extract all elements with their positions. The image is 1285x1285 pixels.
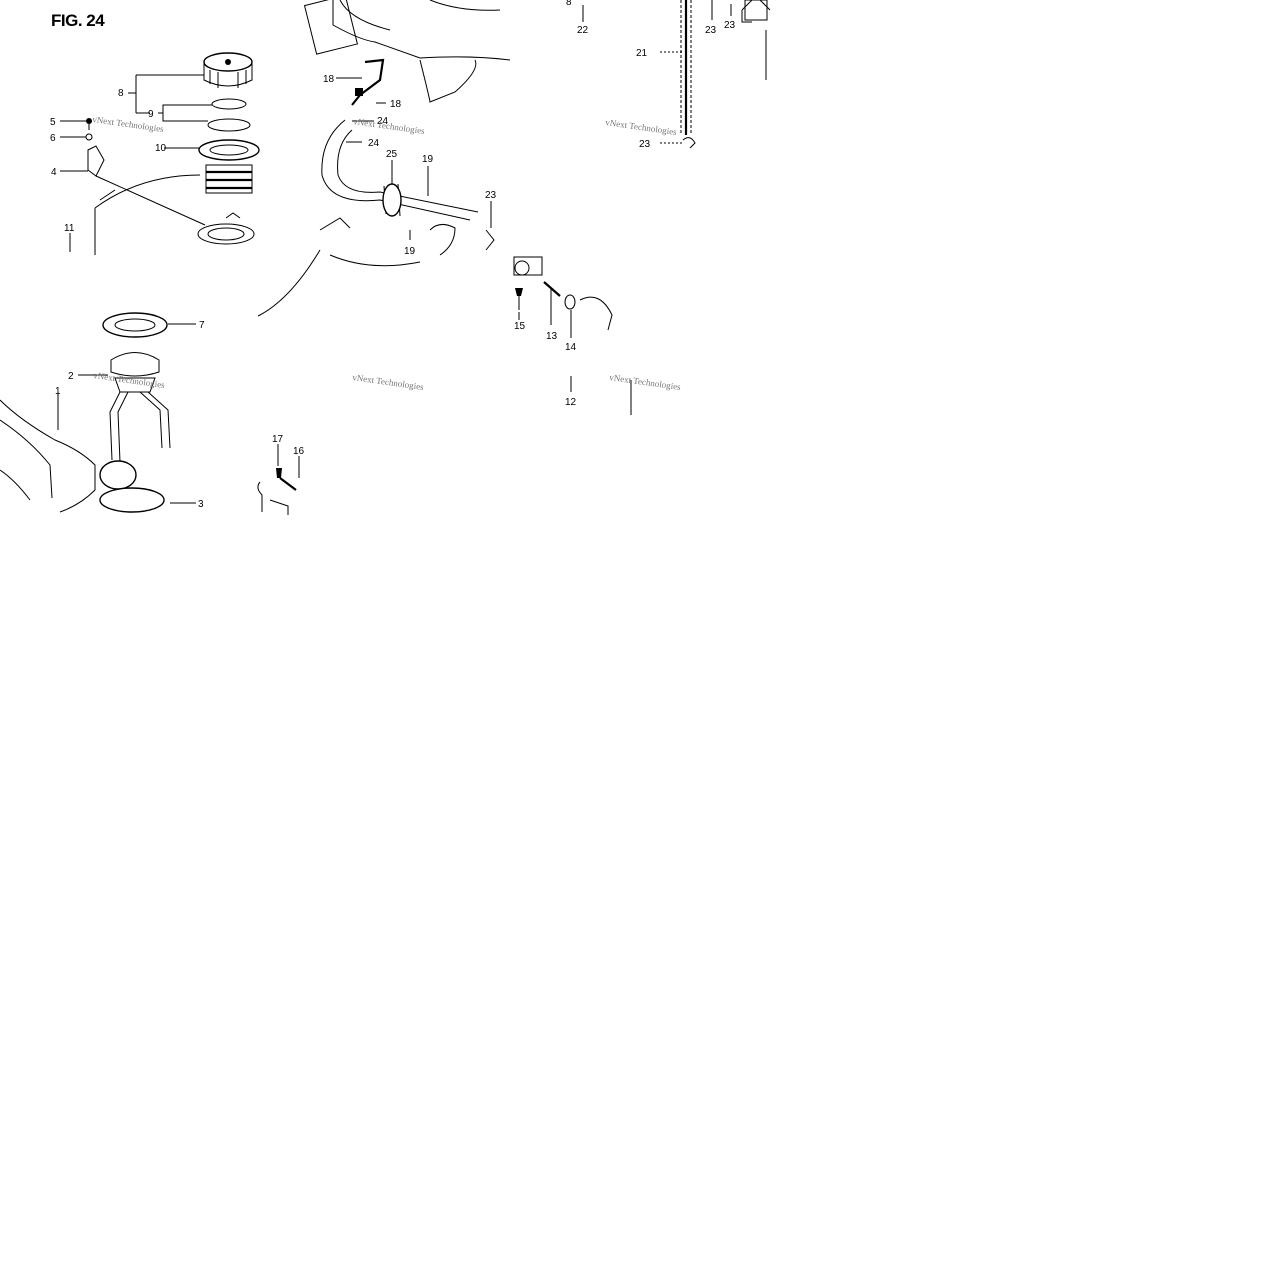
callout-13: 13 (546, 331, 558, 342)
callout-19b: 19 (404, 246, 416, 257)
watermark: vNext Technologies (605, 117, 678, 137)
callout-23d: 23 (724, 20, 736, 31)
callout-21: 21 (636, 48, 648, 59)
drain-hose-assembly (582, 0, 771, 149)
callout-4: 4 (51, 167, 57, 178)
watermark: vNext Technologies (92, 114, 165, 134)
callout-23b: 23 (639, 139, 651, 150)
callout-18b: 18 (390, 99, 402, 110)
callout-3: 3 (198, 499, 204, 510)
callout-24a: 24 (377, 116, 389, 127)
callout-19a: 19 (422, 154, 434, 165)
callout-10: 10 (155, 143, 167, 154)
callout-11: 11 (64, 223, 75, 234)
callout-17: 17 (272, 434, 284, 445)
callout-labels: 8 9 10 5 6 4 11 18 18 24 24 25 19 19 23 … (50, 0, 736, 510)
callout-25: 25 (386, 149, 398, 160)
figure-title: FIG. 24 (51, 11, 105, 30)
callout-15: 15 (514, 321, 526, 332)
callout-7: 7 (199, 320, 205, 331)
fuel-tank-and-hoses (257, 0, 632, 415)
callout-23a: 23 (485, 190, 497, 201)
callout-14: 14 (565, 342, 577, 353)
filler-cap-assembly (60, 52, 260, 255)
callout-18a: 18 (323, 74, 335, 85)
callout-6: 6 (50, 133, 56, 144)
callout-23c: 23 (705, 25, 717, 36)
callout-1: 1 (55, 386, 61, 397)
callout-5: 5 (50, 117, 56, 128)
callout-8: 8 (118, 88, 124, 99)
callout-22: 22 (577, 25, 589, 36)
watermark: vNext Technologies (353, 116, 426, 136)
callout-9: 9 (148, 109, 154, 120)
callout-16: 16 (293, 446, 305, 457)
fuel-sender-assembly (0, 312, 300, 515)
callout-24b: 24 (368, 138, 380, 149)
callout-8b: 8 (566, 0, 572, 8)
watermark: vNext Technologies (352, 372, 425, 392)
watermark: vNext Technologies (609, 372, 682, 392)
callout-12: 12 (565, 397, 577, 408)
callout-2: 2 (68, 371, 74, 382)
